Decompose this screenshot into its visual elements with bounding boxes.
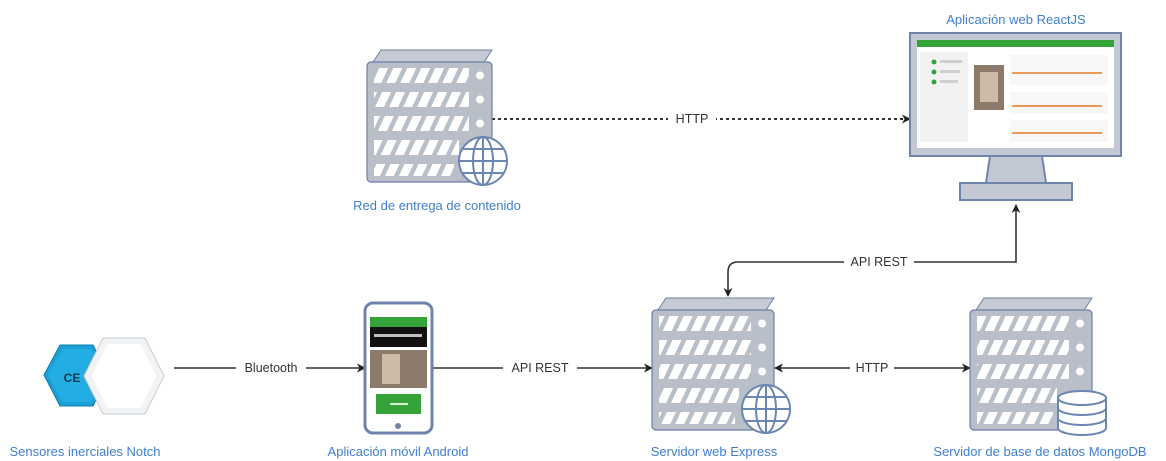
node-label-express: Servidor web Express	[651, 444, 778, 459]
node-sensors: CE Sensores inerciales Notch	[9, 337, 165, 459]
globe-icon	[741, 384, 791, 434]
sensor-devices-icon: CE	[43, 337, 165, 415]
node-label-cdn: Red de entrega de contenido	[353, 198, 521, 213]
node-cdn: Red de entrega de contenido	[353, 49, 521, 213]
edge-mobile-express: API REST	[433, 359, 653, 377]
edge-label-http-db: HTTP	[856, 361, 889, 375]
server-globe-icon	[366, 49, 508, 186]
node-label-webapp: Aplicación web ReactJS	[946, 12, 1086, 27]
webapp-screenshot-mock	[920, 52, 1108, 142]
edge-express-mongodb: HTTP	[774, 359, 971, 377]
edge-label-api-rest-bottom: API REST	[512, 361, 569, 375]
edge-label-api-rest-top: API REST	[851, 255, 908, 269]
monitor-icon	[909, 32, 1122, 201]
node-label-mobile: Aplicación móvil Android	[328, 444, 469, 459]
sensor-ce-mark: CE	[64, 371, 81, 385]
node-webapp: Aplicación web ReactJS	[909, 12, 1122, 201]
edge-label-bluetooth: Bluetooth	[245, 361, 298, 375]
edge-cdn-webapp: HTTP	[492, 110, 911, 128]
node-express: Servidor web Express	[651, 297, 791, 459]
node-label-sensors: Sensores inerciales Notch	[9, 444, 160, 459]
globe-icon	[458, 136, 508, 186]
edge-sensors-mobile: Bluetooth	[174, 359, 366, 377]
server-database-icon	[969, 297, 1107, 436]
edge-express-webapp: API REST	[723, 204, 1021, 297]
smartphone-icon	[363, 301, 434, 435]
server-globe-icon	[651, 297, 791, 434]
node-mongodb: Servidor de base de datos MongoDB	[933, 297, 1147, 459]
database-icon	[1057, 390, 1107, 436]
node-mobile: Aplicación móvil Android	[328, 301, 469, 459]
node-label-mongodb: Servidor de base de datos MongoDB	[933, 444, 1146, 459]
edge-label-http: HTTP	[676, 112, 709, 126]
